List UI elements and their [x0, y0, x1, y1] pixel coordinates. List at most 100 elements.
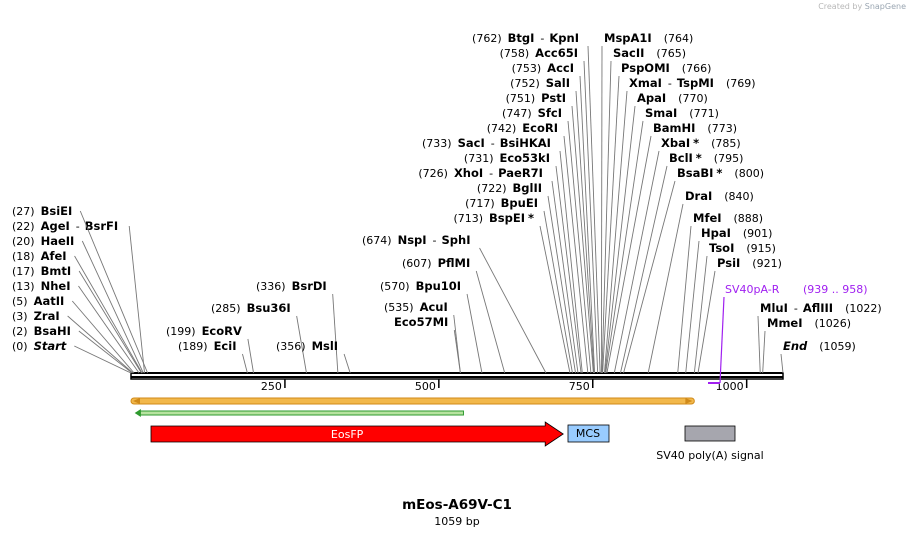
- enzyme-name: Eco53kI: [499, 151, 550, 165]
- enzyme-name: MfeI: [693, 211, 722, 225]
- site-position: (742): [487, 122, 517, 135]
- site-connector: [247, 338, 254, 374]
- site-connector: [559, 150, 583, 374]
- site-connector: [587, 45, 601, 374]
- site-connector: [604, 90, 628, 374]
- site-position: (535): [384, 301, 414, 314]
- site-position: (773): [707, 122, 737, 135]
- site-connector: [79, 210, 149, 374]
- site-position: (1026): [815, 317, 852, 330]
- site-connector: [563, 135, 589, 374]
- enzyme-name: MslI: [312, 339, 339, 353]
- site-connector: [757, 315, 761, 374]
- enzyme-name: NspI: [398, 233, 427, 247]
- site-position: (762): [472, 32, 502, 45]
- enzyme-name: AfeI: [41, 249, 67, 263]
- site-connector: [81, 240, 144, 374]
- site-connector: [332, 293, 339, 374]
- enzyme-name: BsiHKAI: [500, 136, 551, 150]
- site-position: (901): [743, 227, 773, 240]
- site-position: (607): [402, 257, 432, 270]
- site-connector: [685, 240, 700, 374]
- enzyme-name: ZraI: [34, 309, 60, 323]
- enzyme-name: BsaHI: [34, 324, 71, 338]
- enzyme-name: DraI: [685, 189, 712, 203]
- site-position: (758): [500, 47, 530, 60]
- tick-label: 1000: [716, 380, 744, 393]
- enzyme-name: MluI: [760, 301, 788, 315]
- site-separator: -: [794, 302, 798, 315]
- enzyme-name: PstI: [541, 91, 566, 105]
- site-separator: -: [668, 77, 672, 90]
- enzyme-name: KpnI: [549, 31, 579, 45]
- primer-range: (939 .. 958): [803, 283, 868, 296]
- frame-arrow-head: [134, 409, 141, 417]
- site-connector: [74, 345, 132, 374]
- site-connector: [343, 353, 351, 374]
- site-connector: [583, 60, 599, 374]
- site-connector: [575, 90, 595, 374]
- site-connector: [600, 45, 603, 374]
- site-connector: [453, 329, 461, 374]
- primer-name: SV40pA-R: [725, 283, 780, 296]
- site-position: (13): [12, 280, 35, 293]
- site-connector: [74, 255, 143, 374]
- enzyme-name: EcoRV: [202, 324, 242, 338]
- site-position: (722): [477, 182, 507, 195]
- site-position: (888): [734, 212, 764, 225]
- feature-label-mcs: MCS: [576, 427, 600, 440]
- site-position: (336): [256, 280, 286, 293]
- site-connector: [601, 60, 612, 374]
- enzyme-name: SacI: [458, 136, 485, 150]
- enzyme-name: SfcI: [538, 106, 562, 120]
- enzyme-name: BsaBI: [677, 166, 713, 180]
- site-position: (3): [12, 310, 28, 323]
- site-position: (22): [12, 220, 35, 233]
- site-position: (751): [506, 92, 536, 105]
- site-position: (2): [12, 325, 28, 338]
- enzyme-name: PaeR7I: [498, 166, 543, 180]
- site-position: (726): [418, 167, 448, 180]
- frame-bar: [139, 410, 464, 416]
- map-length: 1059 bp: [434, 515, 480, 528]
- site-position: (921): [752, 257, 782, 270]
- enzyme-name: BpuEI: [501, 196, 538, 210]
- feature-label-eosfp: EosFP: [331, 428, 364, 441]
- methylation-star: *: [716, 166, 722, 180]
- enzyme-name: PspOMI: [621, 61, 670, 75]
- site-position: (1022): [845, 302, 882, 315]
- feature-box-mcs: [567, 424, 610, 443]
- site-connector: [762, 330, 766, 374]
- enzyme-name: TspMI: [677, 76, 714, 90]
- enzyme-name: BglII: [513, 181, 543, 195]
- site-position: (570): [380, 280, 410, 293]
- site-position: (752): [510, 77, 540, 90]
- enzyme-name: XmaI: [629, 76, 662, 90]
- site-position: (1059): [819, 340, 856, 353]
- orf-bar: [130, 397, 695, 405]
- site-position: (747): [502, 107, 532, 120]
- enzyme-name: MspA1I: [604, 31, 652, 45]
- site-connector: [604, 105, 636, 374]
- enzyme-name: End: [783, 339, 808, 353]
- enzyme-name: Start: [34, 339, 67, 353]
- enzyme-name: PsiI: [717, 256, 740, 270]
- site-connector: [605, 120, 644, 374]
- enzyme-name: AgeI: [41, 219, 70, 233]
- enzyme-name: XhoI: [454, 166, 483, 180]
- enzyme-name: PflMI: [438, 256, 471, 270]
- site-connector: [539, 225, 571, 374]
- enzyme-name: BspEI: [489, 211, 525, 225]
- site-connector: [551, 180, 579, 374]
- feature-box-sv40: [684, 425, 736, 442]
- site-position: (766): [682, 62, 712, 75]
- site-position: (285): [211, 302, 241, 315]
- site-position: (731): [464, 152, 494, 165]
- site-connector: [677, 225, 692, 374]
- primer-connector: [719, 296, 725, 384]
- site-position: (5): [12, 295, 28, 308]
- site-connector: [128, 225, 145, 374]
- enzyme-name: HpaI: [701, 226, 731, 240]
- enzyme-name: Bpu10I: [416, 279, 461, 293]
